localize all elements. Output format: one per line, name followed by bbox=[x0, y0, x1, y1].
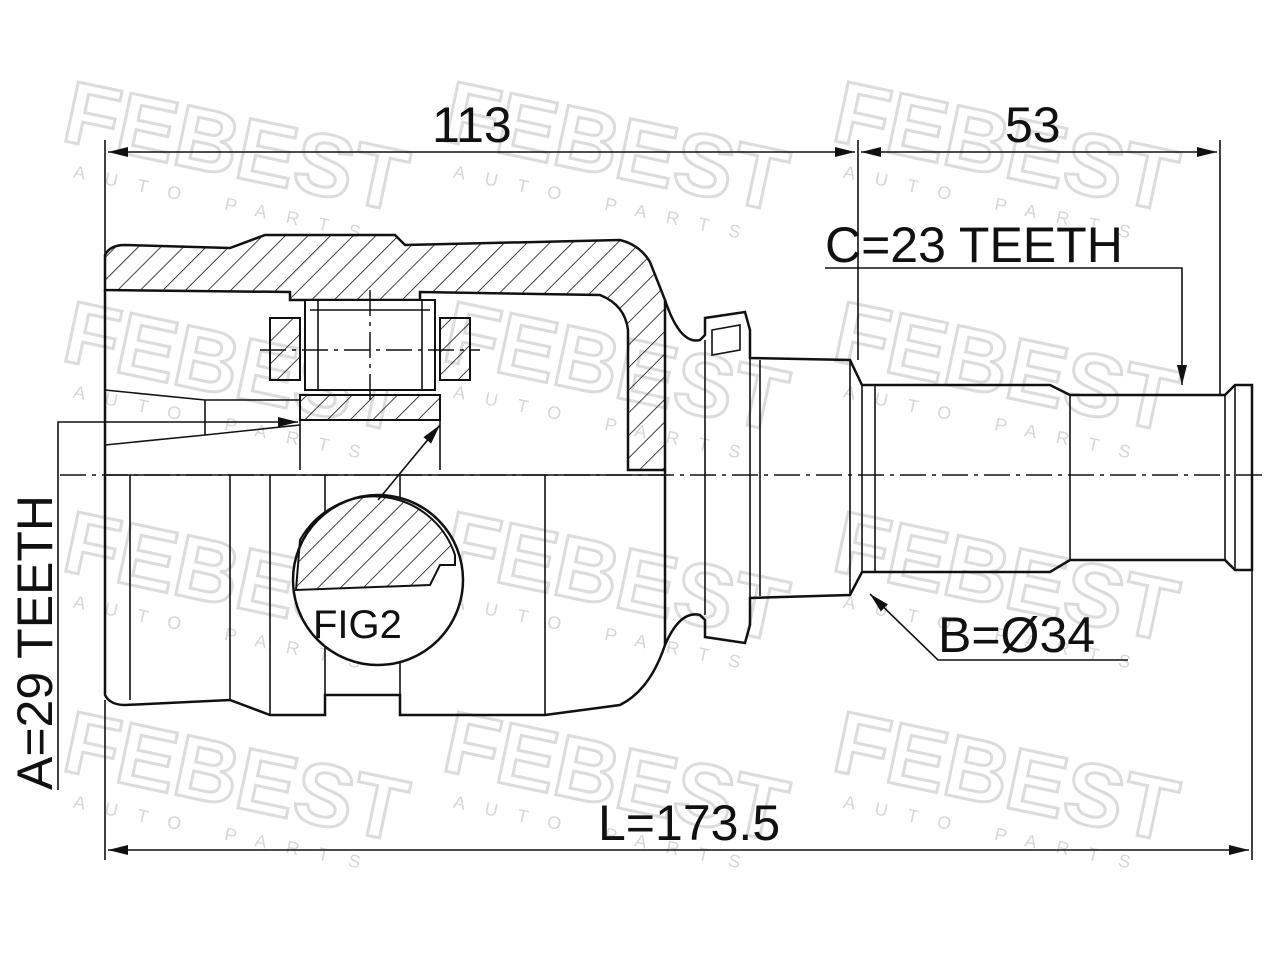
fig2-detail: FIG2 bbox=[291, 424, 465, 667]
watermark: FEBEST AUTO PARTS FEBEST AUTO PARTS FEBE… bbox=[55, 60, 1188, 876]
dim-housing-length: 113 bbox=[432, 97, 512, 153]
housing-lower-outline bbox=[103, 470, 667, 717]
figure-label: FIG2 bbox=[313, 603, 402, 647]
dimensions: 113 53 L=173.5 C=23 TEETH A=29 TEETH B=Ø… bbox=[7, 97, 1253, 860]
spec-inner-teeth: A=29 TEETH bbox=[7, 495, 63, 790]
housing-section-hatched bbox=[103, 233, 667, 472]
dim-total-length: L=173.5 bbox=[598, 795, 780, 851]
spec-outer-teeth: C=23 TEETH bbox=[825, 217, 1123, 273]
tripod-roller bbox=[260, 290, 480, 470]
stub-shaft bbox=[663, 299, 1254, 646]
dim-stub-length: 53 bbox=[1005, 97, 1061, 153]
spec-seal-diameter: B=Ø34 bbox=[938, 607, 1095, 663]
